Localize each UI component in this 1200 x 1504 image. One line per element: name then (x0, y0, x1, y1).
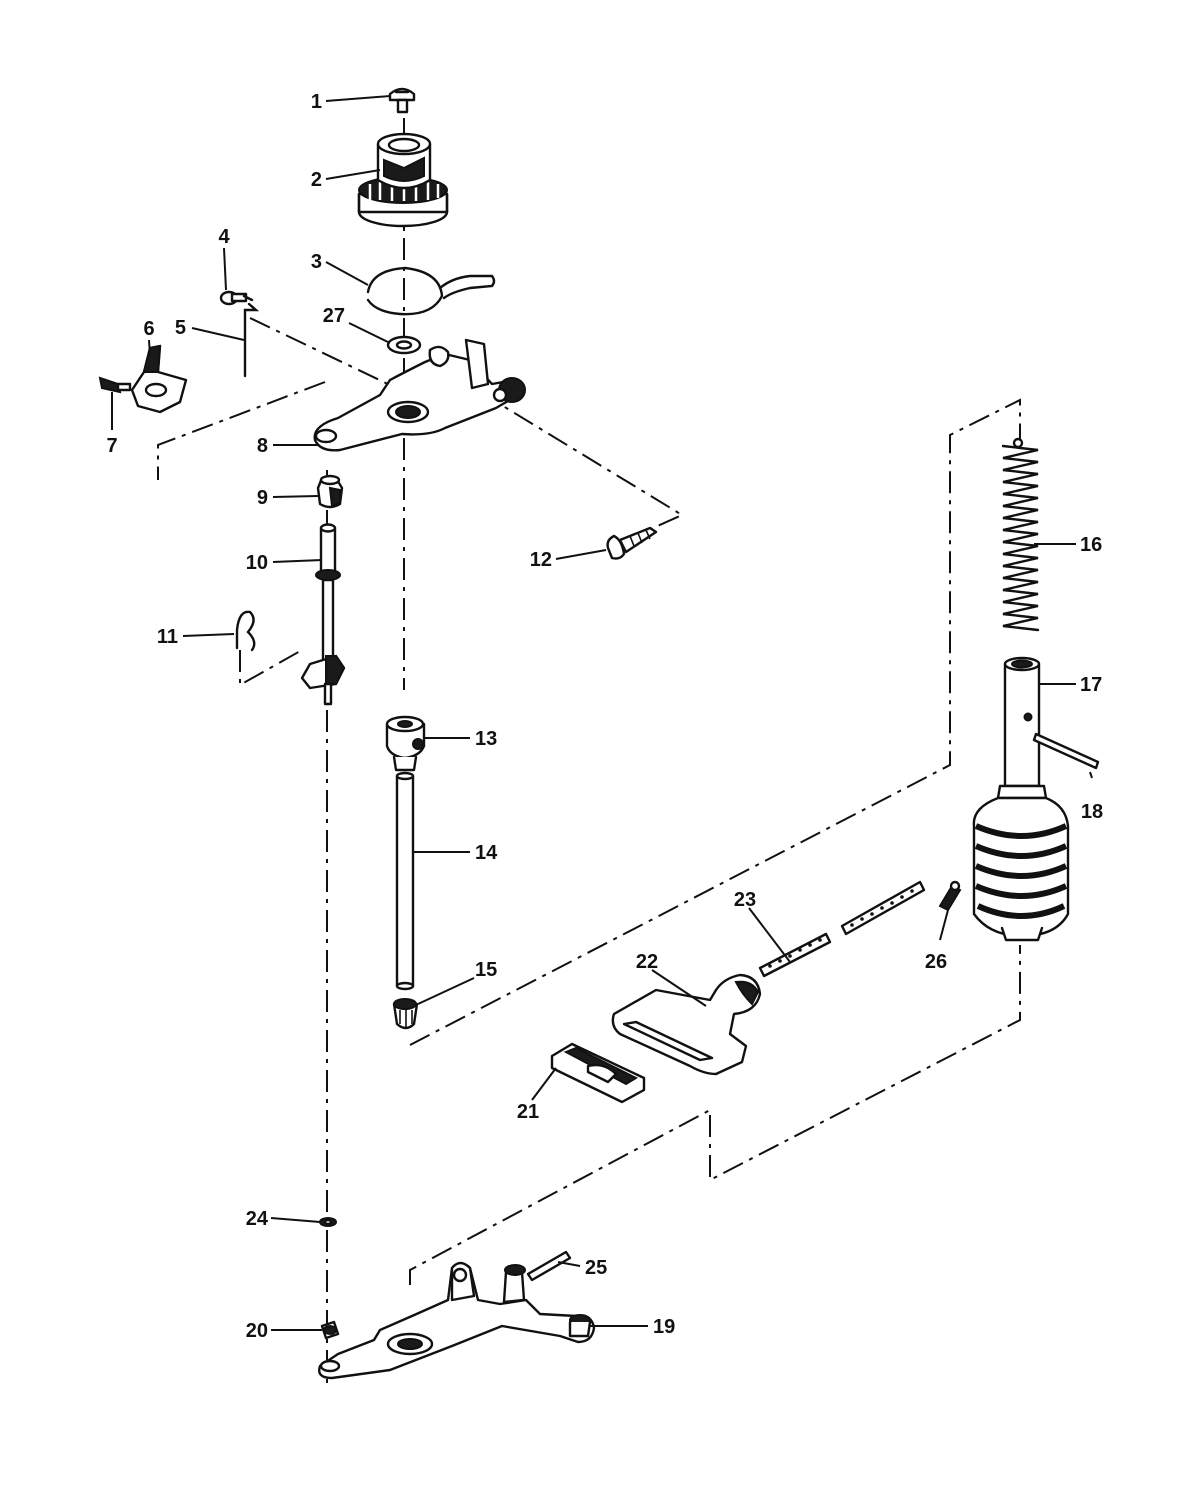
guide-clip-11 (239, 649, 303, 687)
callout-11: 11 (157, 626, 178, 648)
callout-8: 8 (257, 435, 268, 457)
callout-3: 3 (311, 251, 322, 273)
ratchet-strip-23-icon (758, 880, 926, 978)
pin-5-icon (243, 302, 260, 378)
callout-12: 12 (530, 549, 552, 571)
clip-11-icon (235, 610, 256, 652)
cam-gear-2-icon (357, 132, 449, 228)
handle-22-icon (611, 973, 762, 1076)
coupling-13-icon (385, 715, 426, 772)
callout-9: 9 (257, 487, 268, 509)
callout-26: 26 (925, 951, 947, 973)
callout-10: 10 (246, 552, 268, 574)
lever-19-icon (318, 1261, 596, 1380)
guide-clamp-6 (157, 381, 326, 480)
screw-4-icon (219, 290, 254, 306)
callout-22: 22 (636, 951, 658, 973)
callout-18: 18 (1081, 801, 1103, 823)
callout-13: 13 (475, 728, 497, 750)
bellows-grip-icon (972, 796, 1070, 942)
clamp-6-icon (130, 344, 188, 414)
callout-25: 25 (585, 1257, 607, 1279)
screw-12-icon (606, 526, 658, 560)
callout-16: 16 (1080, 534, 1102, 556)
callout-20: 20 (246, 1320, 268, 1342)
bushing-9-icon (316, 474, 344, 509)
screw-7-icon (98, 376, 132, 394)
guide-knob-15 (409, 398, 1021, 1046)
screw-26-icon (938, 880, 962, 912)
callout-6: 6 (143, 318, 154, 340)
callout-23: 23 (734, 889, 756, 911)
roll-pin-18-icon (1032, 732, 1100, 770)
rod-14-icon (395, 771, 415, 991)
callout-14: 14 (475, 842, 498, 864)
guide-lower-lever (409, 945, 1021, 1285)
tube-17-icon (996, 656, 1048, 800)
guide-screw-4 (249, 317, 393, 387)
callout-15: 15 (475, 959, 497, 981)
callout-4: 4 (218, 226, 230, 248)
spring-clip-3-icon (366, 266, 496, 316)
pin-25-icon (526, 1250, 572, 1282)
callout-17: 17 (1080, 674, 1102, 696)
retainer-20-icon (320, 1320, 340, 1340)
assembly-guide-lines (157, 118, 1021, 1390)
knob-15-icon (392, 998, 419, 1030)
callout-24: 24 (246, 1208, 269, 1230)
callout-27: 27 (323, 305, 345, 327)
callout-21: 21 (517, 1101, 539, 1123)
leader-lines (111, 95, 1093, 1331)
retainer-24-icon (319, 1217, 337, 1227)
housing-21-icon (550, 1042, 646, 1104)
callout-1: 1 (311, 91, 322, 113)
callout-2: 2 (311, 169, 322, 191)
washer-27-icon (386, 335, 422, 355)
shaft-10-icon (300, 523, 346, 706)
callout-labels: 1 2 3 4 5 6 7 8 9 10 11 12 13 14 15 16 1… (106, 91, 1103, 1342)
spring-16-icon (1001, 437, 1040, 632)
callout-7: 7 (106, 435, 117, 457)
callout-19: 19 (653, 1316, 675, 1338)
callout-5: 5 (175, 317, 186, 339)
lever-8-icon (313, 338, 526, 452)
screw-1-icon (388, 87, 416, 114)
guide-screw-12 (479, 391, 685, 543)
